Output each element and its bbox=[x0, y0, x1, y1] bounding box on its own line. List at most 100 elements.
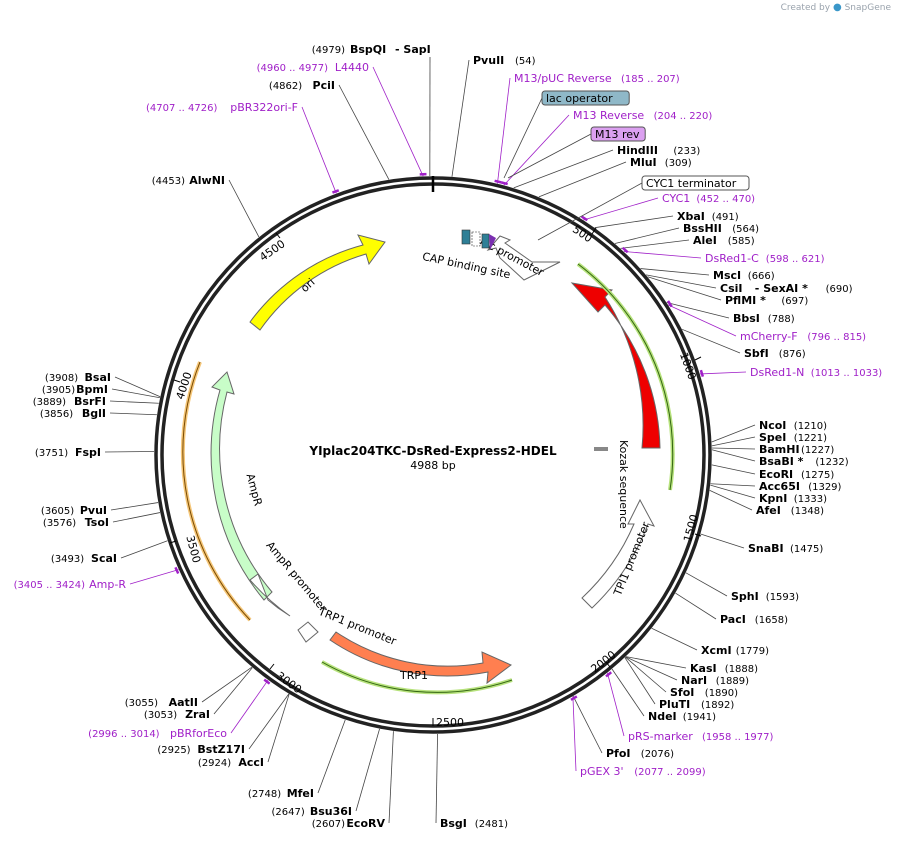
site-name: SnaBI bbox=[748, 542, 784, 555]
site-bsgi[interactable]: BsgI(2481) bbox=[440, 817, 508, 830]
primer-dsred1n[interactable]: DsRed1-N(1013 .. 1033) bbox=[750, 366, 882, 379]
dsred-express2-arrow bbox=[570, 282, 661, 449]
site-sfoi[interactable]: SfoI(1890) bbox=[670, 686, 738, 699]
site-bgli[interactable]: BglI(3856) bbox=[40, 407, 106, 420]
site-bsabi[interactable]: BsaBI *(1232) bbox=[759, 455, 849, 468]
kozak-feature[interactable]: Kozak sequence bbox=[594, 440, 630, 529]
site-zrai[interactable]: ZraI(3053) bbox=[144, 708, 210, 721]
feature-box-cyc1terminator[interactable]: CYC1 terminator bbox=[641, 175, 750, 191]
site-bsai[interactable]: BsaI(3908) bbox=[45, 371, 111, 384]
site-hindiii[interactable]: HindIII(233) bbox=[617, 144, 700, 157]
primer-prsmarker[interactable]: pRS-marker(1958 .. 1977) bbox=[628, 730, 774, 743]
tick-label-4500: 4500 bbox=[257, 237, 287, 264]
site-pflmi[interactable]: PflMI *(697) bbox=[725, 294, 808, 307]
site-sphi[interactable]: SphI(1593) bbox=[731, 590, 799, 603]
site-kpni[interactable]: KpnI(1333) bbox=[759, 492, 827, 505]
snapgene-logo-icon: ● bbox=[832, 2, 842, 13]
primer-pbr322orif[interactable]: pBR322ori-F(4707 .. 4726) bbox=[146, 101, 298, 114]
trp1-promoter-arrow bbox=[297, 621, 319, 643]
primer-pbrforeco[interactable]: pBRforEco(2996 .. 3014) bbox=[88, 727, 227, 740]
ampr-promoter-feature[interactable]: AmpR promoter bbox=[249, 539, 330, 617]
site-alwni[interactable]: AlwNI(4453) bbox=[152, 174, 225, 187]
site-position: (876) bbox=[779, 349, 806, 360]
site-bamhi[interactable]: BamHI(1227) bbox=[759, 443, 834, 456]
site-leader bbox=[710, 483, 756, 487]
site-ncoi[interactable]: NcoI(1210) bbox=[759, 419, 827, 432]
site-tsoi[interactable]: TsoI(3576) bbox=[43, 516, 109, 529]
primer-mcherryf[interactable]: mCherry-F(796 .. 815) bbox=[740, 330, 866, 343]
site-bsrfi[interactable]: BsrFI(3889) bbox=[33, 395, 106, 408]
site-csii[interactable]: CsiI- SexAI *(690) bbox=[720, 282, 853, 295]
primer-position: (1013 .. 1033) bbox=[811, 368, 883, 379]
site-ecori[interactable]: EcoRI(1275) bbox=[759, 468, 834, 481]
site-position: (491) bbox=[712, 212, 739, 223]
site-position: (1888) bbox=[725, 664, 758, 675]
site-sbfi[interactable]: SbfI(876) bbox=[744, 347, 806, 360]
site-leader bbox=[709, 490, 753, 511]
site-aatii[interactable]: AatII(3055) bbox=[125, 696, 198, 709]
primer-pgex3[interactable]: pGEX 3'(2077 .. 2099) bbox=[580, 765, 706, 778]
site-acci[interactable]: AccI(2924) bbox=[198, 756, 264, 769]
site-snabi[interactable]: SnaBI(1475) bbox=[748, 542, 823, 555]
site-paci[interactable]: PacI(1658) bbox=[720, 613, 788, 626]
site-pcii[interactable]: PciI(4862) bbox=[269, 79, 335, 92]
site-msci[interactable]: MscI(666) bbox=[713, 269, 775, 282]
primer-cyc1[interactable]: CYC1(452 .. 470) bbox=[662, 192, 755, 205]
primer-leader bbox=[497, 77, 511, 184]
site-position: (3576) bbox=[43, 518, 76, 529]
site-leader bbox=[201, 666, 253, 703]
site-mfei[interactable]: MfeI(2748) bbox=[248, 787, 314, 800]
feature-box-m13rev[interactable]: M13 rev bbox=[590, 126, 646, 142]
site-alei[interactable]: AleI(585) bbox=[693, 234, 755, 247]
primer-ampr[interactable]: Amp-R(3405 .. 3424) bbox=[14, 578, 127, 591]
ori-arrow bbox=[249, 234, 386, 331]
site-scai[interactable]: ScaI(3493) bbox=[51, 552, 117, 565]
ampr-label: AmpR bbox=[244, 472, 265, 507]
site-afei[interactable]: AfeI(1348) bbox=[756, 504, 824, 517]
primer-m13reverse[interactable]: M13 Reverse(204 .. 220) bbox=[573, 109, 712, 122]
site-bstz17i[interactable]: BstZ17I(2925) bbox=[157, 743, 245, 756]
primer-name: Amp-R bbox=[89, 578, 126, 591]
snapgene-name: SnapGene bbox=[844, 3, 891, 13]
site-xbai[interactable]: XbaI(491) bbox=[677, 210, 739, 223]
trp1-feature[interactable]: TRP1 bbox=[329, 631, 512, 685]
site-nari[interactable]: NarI(1889) bbox=[681, 674, 749, 687]
site-leader bbox=[625, 656, 678, 681]
feature-box-lacoperator[interactable]: lac operator bbox=[541, 90, 630, 106]
site-position: (1333) bbox=[794, 494, 827, 505]
site-position: (1210) bbox=[794, 421, 827, 432]
site-xcmi[interactable]: XcmI(1779) bbox=[701, 644, 769, 657]
site-bsshii[interactable]: BssHII(564) bbox=[683, 222, 759, 235]
site-pvui[interactable]: PvuI(3605) bbox=[41, 504, 107, 517]
site-bspqi[interactable]: (4979)BspQI- SapI bbox=[312, 43, 431, 56]
site-extra: - SexAI * bbox=[755, 282, 808, 295]
site-bpmi[interactable]: BpmI(3905) bbox=[42, 383, 108, 396]
feature-box-label: CYC1 terminator bbox=[646, 177, 737, 190]
site-kasi[interactable]: KasI (1888) bbox=[690, 662, 758, 675]
site-position: (1941) bbox=[683, 712, 716, 723]
primer-leader bbox=[301, 106, 337, 194]
site-pvuii[interactable]: PvuII(54) bbox=[473, 54, 536, 67]
site-name: NdeI bbox=[648, 710, 677, 723]
site-ecorv[interactable]: EcoRV(2607) bbox=[312, 817, 386, 830]
site-name: KasI bbox=[690, 662, 717, 675]
site-acc65i[interactable]: Acc65I(1329) bbox=[759, 480, 842, 493]
primer-dsred1c[interactable]: DsRed1-C(598 .. 621) bbox=[705, 252, 825, 265]
site-fspi[interactable]: FspI(3751) bbox=[35, 446, 101, 459]
primer-name: CYC1 bbox=[662, 192, 690, 205]
site-mlui[interactable]: MluI(309) bbox=[630, 156, 692, 169]
site-bbsi[interactable]: BbsI(788) bbox=[733, 312, 795, 325]
site-spei[interactable]: SpeI(1221) bbox=[759, 431, 827, 444]
site-pluti[interactable]: PluTI(1892) bbox=[659, 698, 734, 711]
ampr-feature[interactable]: AmpR bbox=[210, 371, 273, 601]
primer-l4440[interactable]: L4440(4960 .. 4977) bbox=[257, 61, 369, 74]
primer-leader bbox=[372, 66, 424, 177]
site-leader bbox=[614, 227, 680, 244]
site-pfoi[interactable]: PfoI(2076) bbox=[606, 747, 674, 760]
primer-name: pBR322ori-F bbox=[230, 101, 298, 114]
site-ndei[interactable]: NdeI (1941) bbox=[648, 710, 716, 723]
primer-m13pucreverse[interactable]: M13/pUC Reverse(185 .. 207) bbox=[514, 72, 680, 85]
site-position: (4453) bbox=[152, 176, 185, 187]
site-bsu36i[interactable]: Bsu36I(2647) bbox=[272, 805, 352, 818]
